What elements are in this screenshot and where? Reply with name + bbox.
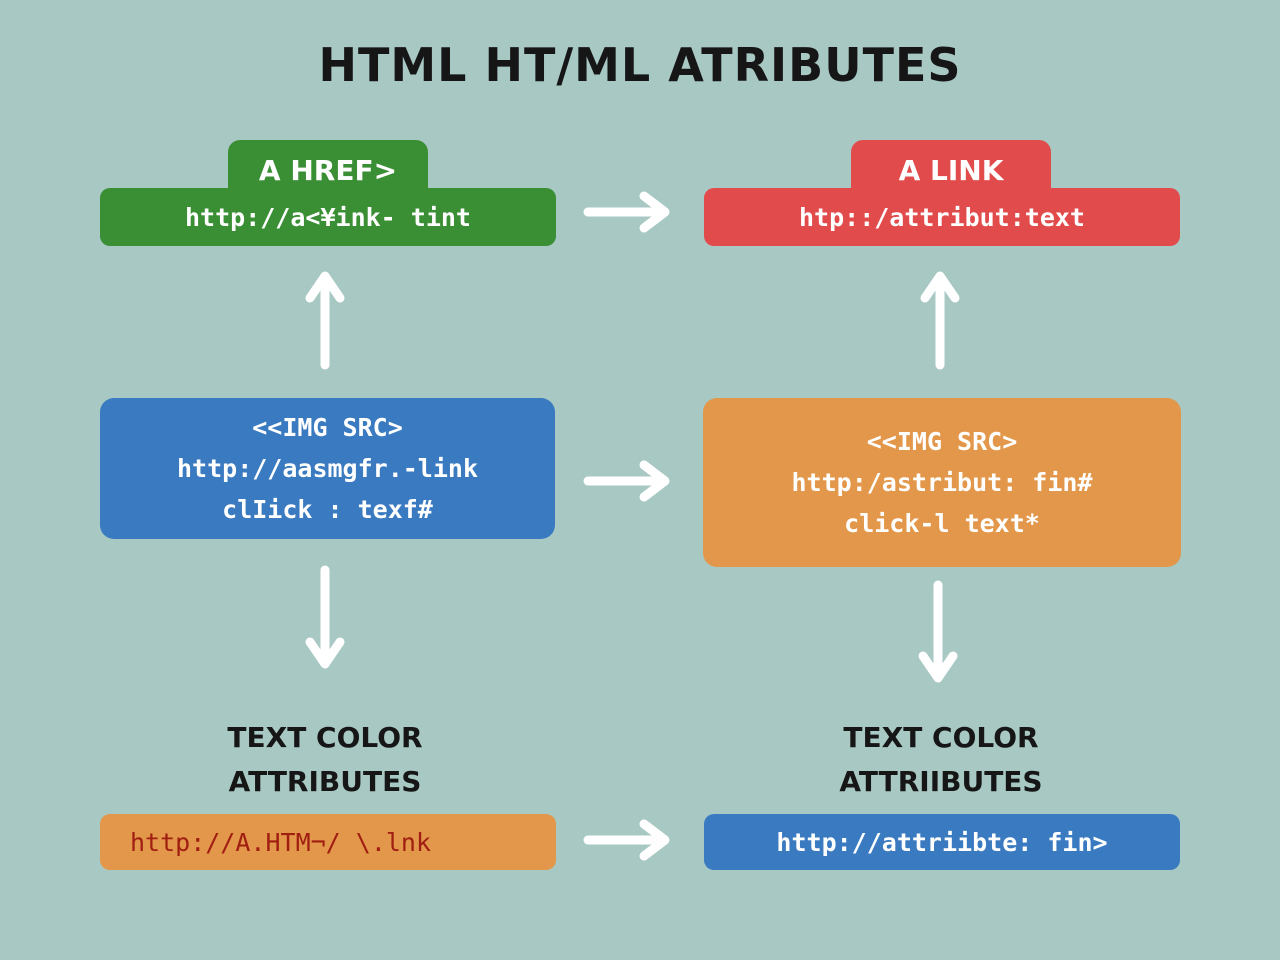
img-src-box-orange: <<IMG SRC> http:/astribut: fin# click-l … <box>703 398 1181 567</box>
img-src-box-blue: <<IMG SRC> http://aasmgfr.-link clІick :… <box>100 398 555 539</box>
right-arrow-icon <box>583 191 670 233</box>
text-color-url-bar-orange: http://A.HTM¬/ \.lnk <box>100 814 556 870</box>
text-color-url-text: http://A.HTM¬/ \.lnk <box>130 827 432 857</box>
up-arrow-icon <box>920 271 960 370</box>
right-arrow-icon <box>583 819 670 861</box>
img-src-click-text: click-l text* <box>844 509 1040 538</box>
text-color-caption-left: TEXT COLOR ATTRIBUTES <box>100 716 550 804</box>
text-color-caption-right: TEXT COLOR ATTRIIBUTES <box>716 716 1166 804</box>
link-url-text: htp::/attribut:text <box>799 202 1085 232</box>
img-src-tag: <<IMG SRC> <box>866 427 1018 456</box>
img-src-url: http:/astribut: fin# <box>791 468 1093 497</box>
caption-line: TEXT COLOR <box>843 721 1039 754</box>
text-color-url-bar-blue: http://attriibte: fin> <box>704 814 1180 870</box>
down-arrow-icon <box>918 580 958 683</box>
text-color-url-text: http://attriibte: fin> <box>776 827 1108 857</box>
diagram-title: HTML HT/ML ATRIBUTES <box>318 38 962 92</box>
href-url-bar: http://a<¥ink- tint <box>100 188 556 246</box>
img-src-url: http://aasmgfr.-link <box>176 454 479 483</box>
caption-line: ATTRIBUTES <box>228 765 422 798</box>
href-url-text: http://a<¥ink- tint <box>185 202 471 232</box>
link-tab-label: A LINK <box>898 154 1004 187</box>
link-url-bar: htp::/attribut:text <box>704 188 1180 246</box>
img-src-tag: <<IMG SRC> <box>252 413 403 442</box>
down-arrow-icon <box>305 565 345 669</box>
img-src-click-text: clІick : texf# <box>222 495 433 524</box>
up-arrow-icon <box>305 271 345 370</box>
href-tab-label: A HREF> <box>258 154 398 187</box>
right-arrow-icon <box>583 460 670 502</box>
caption-line: ATTRIIBUTES <box>839 765 1043 798</box>
caption-line: TEXT COLOR <box>227 721 423 754</box>
